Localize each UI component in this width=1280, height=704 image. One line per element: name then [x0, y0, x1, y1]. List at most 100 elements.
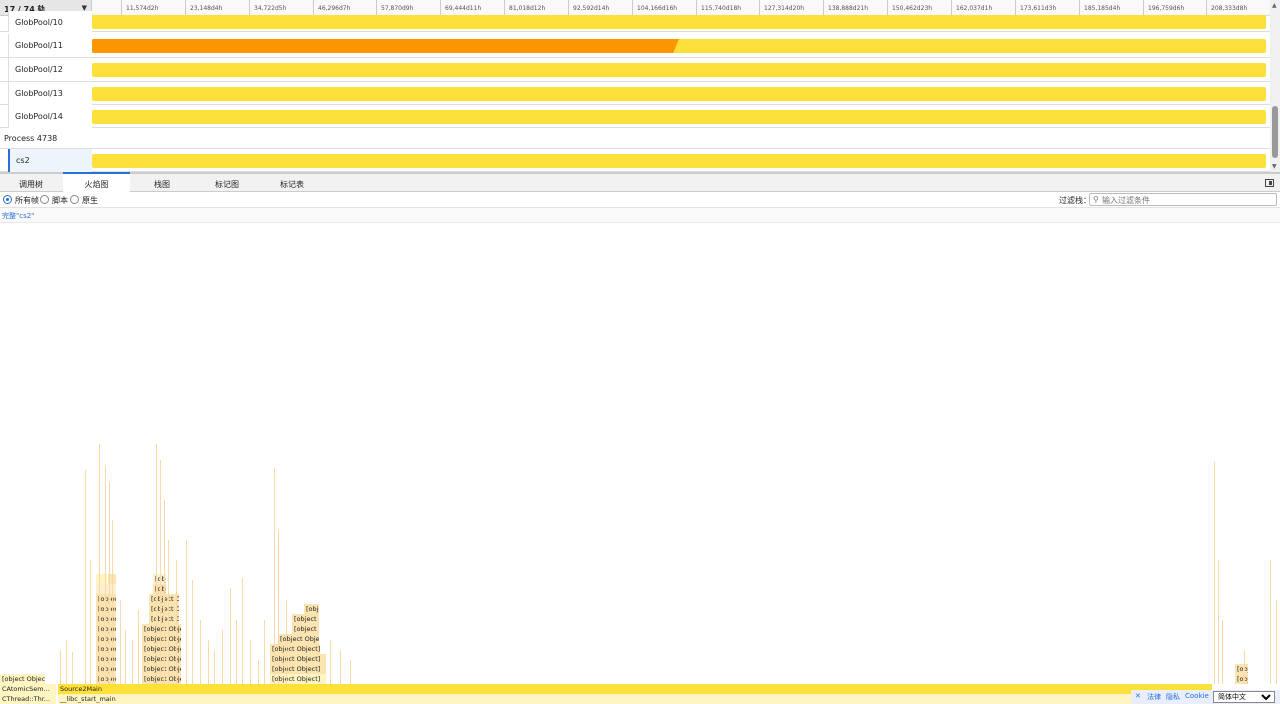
flame-frame[interactable]: [object Object] — [96, 614, 117, 624]
scroll-up-icon[interactable]: ▲ — [1272, 2, 1277, 9]
cookie-link[interactable]: Cookie — [1185, 692, 1209, 700]
flame-frame[interactable] — [109, 482, 110, 684]
flame-frame[interactable] — [160, 460, 161, 684]
scrollbar-thumb[interactable] — [1272, 106, 1278, 158]
track-globpool-13[interactable]: GlobPool/13 — [0, 82, 1270, 105]
flame-frame[interactable] — [350, 660, 351, 684]
flame-frame[interactable] — [125, 630, 126, 684]
flame-frame[interactable] — [99, 444, 100, 684]
breadcrumb[interactable]: 完整"cs2" — [2, 212, 35, 220]
flame-frame[interactable]: [object Object] — [270, 654, 327, 664]
tab-stack-chart[interactable]: 栈图 — [154, 180, 170, 189]
flame-frame[interactable] — [274, 468, 275, 684]
flame-frame[interactable]: [object Object] — [142, 654, 182, 664]
flame-frame[interactable] — [138, 610, 139, 684]
scroll-down-icon[interactable]: ▼ — [1272, 163, 1277, 170]
flame-frame[interactable] — [168, 540, 169, 684]
flame-frame[interactable]: __libc_start_main — [58, 694, 1238, 704]
sidebar-toggle-icon[interactable] — [1265, 179, 1274, 187]
flame-frame[interactable] — [200, 620, 201, 684]
flame-frame[interactable] — [186, 540, 187, 684]
tab-marker-table[interactable]: 标记表 — [280, 180, 304, 189]
filter-search-box[interactable]: ⚲ — [1089, 193, 1277, 206]
radio-all-frames[interactable] — [3, 195, 12, 204]
flame-frame[interactable] — [1222, 620, 1223, 684]
privacy-link[interactable]: 隐私 — [1166, 693, 1180, 701]
flame-frame[interactable]: [object Object] — [142, 634, 182, 644]
flame-frame[interactable] — [105, 466, 106, 684]
flame-frame[interactable]: Source2Main — [58, 684, 1213, 694]
legal-link[interactable]: 法律 — [1147, 693, 1161, 701]
flame-frame[interactable]: [object Object] — [0, 674, 46, 684]
flame-frame[interactable]: [object Object] — [142, 674, 182, 684]
flame-frame[interactable] — [96, 584, 117, 594]
flame-frame[interactable] — [66, 640, 67, 684]
track-cs2[interactable]: cs2 — [0, 149, 1270, 172]
flame-frame[interactable] — [1270, 560, 1271, 684]
flame-frame[interactable]: [object Object] — [292, 624, 320, 634]
flame-frame[interactable] — [330, 640, 331, 684]
flame-frame[interactable] — [90, 560, 91, 684]
flame-frame[interactable] — [286, 600, 287, 684]
flame-frame[interactable] — [230, 588, 231, 684]
flame-frame[interactable] — [164, 500, 165, 684]
flame-frame[interactable] — [1214, 462, 1215, 684]
track-globpool-12[interactable]: GlobPool/12 — [0, 58, 1270, 82]
activity-graph[interactable] — [92, 15, 1266, 29]
activity-graph[interactable] — [92, 63, 1266, 77]
flame-frame[interactable]: [object Object] — [96, 594, 117, 604]
flame-frame[interactable]: CThread::Thr... — [0, 694, 57, 704]
flame-frame[interactable] — [60, 650, 61, 684]
process-row[interactable]: Process 4738 — [0, 128, 1270, 149]
activity-graph[interactable] — [92, 87, 1266, 101]
flame-frame[interactable]: [object Object] — [96, 644, 117, 654]
flame-frame[interactable]: [object Object] — [270, 664, 327, 674]
flame-frame[interactable]: [object Object] — [304, 604, 320, 614]
flame-frame[interactable] — [1244, 650, 1245, 684]
flame-frame[interactable] — [214, 650, 215, 684]
timeline-scrollbar[interactable]: ▲ ▼ — [1270, 0, 1280, 172]
radio-native[interactable] — [70, 195, 79, 204]
flame-frame[interactable]: [object Object] — [96, 624, 117, 634]
activity-graph[interactable] — [92, 154, 1266, 168]
flame-frame[interactable] — [1276, 600, 1277, 684]
flame-frame[interactable]: [object Object] — [96, 634, 117, 644]
flame-frame[interactable] — [340, 650, 341, 684]
flame-frame[interactable] — [208, 640, 209, 684]
track-globpool-10[interactable]: GlobPool/10 — [0, 9, 1270, 32]
flame-frame[interactable]: [object Object] — [142, 664, 182, 674]
flame-frame[interactable] — [250, 640, 251, 684]
flame-frame[interactable] — [72, 652, 73, 684]
flame-frame[interactable]: [object Object] — [278, 634, 320, 644]
tab-call-tree[interactable]: 调用树 — [19, 180, 43, 189]
flame-frame[interactable] — [222, 630, 223, 684]
flame-frame[interactable] — [176, 560, 177, 684]
flame-frame[interactable] — [85, 470, 86, 684]
flame-frame[interactable] — [120, 600, 121, 684]
flame-frame[interactable]: [object Object] — [1235, 674, 1249, 684]
radio-script[interactable] — [40, 195, 49, 204]
flame-frame[interactable] — [1218, 560, 1219, 684]
flame-frame[interactable]: [object Object] — [270, 674, 327, 684]
close-icon[interactable]: ✕ — [1135, 692, 1141, 700]
flame-frame[interactable] — [236, 620, 237, 684]
filter-search-input[interactable] — [1102, 195, 1272, 205]
flame-frame[interactable] — [156, 444, 157, 684]
flame-frame[interactable]: [object Object] — [142, 624, 182, 634]
flame-frame[interactable]: [object Object] — [270, 644, 321, 654]
flame-frame[interactable] — [278, 530, 279, 684]
flame-frame[interactable]: [object Object] — [1235, 664, 1249, 674]
flame-frame[interactable] — [192, 580, 193, 684]
flame-frame[interactable]: [object Object] — [96, 674, 117, 684]
activity-graph-highlight[interactable] — [92, 39, 679, 53]
tab-flame-graph[interactable]: 火焰图 — [63, 172, 130, 193]
flame-frame[interactable]: CAtomicSem... — [0, 684, 57, 694]
flame-frame[interactable]: [object Object] — [142, 644, 182, 654]
flame-frame[interactable]: [object Object] — [96, 654, 117, 664]
flame-frame[interactable]: [object Object] — [96, 604, 117, 614]
flame-frame[interactable] — [264, 620, 265, 684]
activity-graph[interactable] — [92, 110, 1266, 124]
flame-frame[interactable] — [96, 574, 108, 584]
flame-frame[interactable] — [242, 578, 243, 684]
